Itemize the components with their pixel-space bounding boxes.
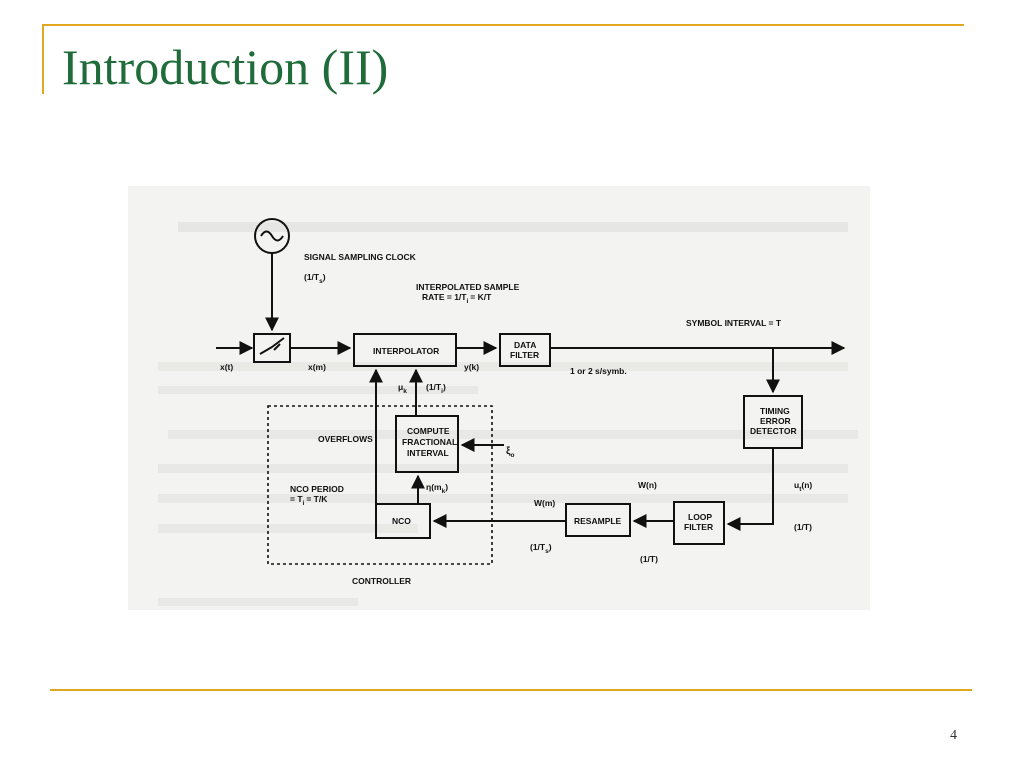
data-filter-label-1: DATA <box>514 340 536 350</box>
wn-label: W(n) <box>638 480 657 490</box>
ted-label-1: TIMING <box>760 406 790 416</box>
mu-label: μk <box>398 382 407 395</box>
sine-wave-icon <box>260 230 284 242</box>
timing-recovery-block-diagram: SIGNAL SAMPLING CLOCK (1/Ts) INTERPOLATE… <box>158 218 858 606</box>
inv-t-label-2: (1/T) <box>640 554 658 564</box>
loop-filter-label-2: FILTER <box>684 522 713 532</box>
nco-box <box>375 503 431 539</box>
xt-label: x(t) <box>220 362 233 372</box>
interpolator-label: INTERPOLATOR <box>373 346 439 356</box>
top-accent-rule <box>42 24 964 26</box>
bleed-through-texture <box>158 222 858 606</box>
eta-label: η(mk) <box>426 482 448 495</box>
clock-label: SIGNAL SAMPLING CLOCK <box>304 252 417 262</box>
loop-filter-box <box>673 501 725 545</box>
nco-label: NCO <box>392 516 411 526</box>
compute-label-3: INTERVAL <box>407 448 449 458</box>
controller-label: CONTROLLER <box>352 576 411 586</box>
wm-label: W(m) <box>534 498 555 508</box>
scanned-diagram: SIGNAL SAMPLING CLOCK (1/Ts) INTERPOLATE… <box>128 186 870 610</box>
nco-period-label-2: = Ti= T/K <box>290 494 328 507</box>
clock-rate: (1/Ts) <box>304 272 326 285</box>
ted-label-2: ERROR <box>760 416 791 426</box>
data-filter-label-2: FILTER <box>510 350 539 360</box>
inv-t-label-1: (1/T) <box>794 522 812 532</box>
switch-symbol <box>259 337 285 355</box>
ut-label: ut(n) <box>794 480 812 493</box>
loop-filter-label-1: LOOP <box>688 512 712 522</box>
samples-per-symbol-label: 1 or 2 s/symb. <box>570 366 627 376</box>
xm-label: x(m) <box>308 362 326 372</box>
compute-label-1: COMPUTE <box>407 426 450 436</box>
left-accent-rule <box>42 24 44 94</box>
epsilon-label: ξo <box>506 446 514 459</box>
page-number: 4 <box>950 728 957 743</box>
yk-label: y(k) <box>464 362 479 372</box>
overflows-label: OVERFLOWS <box>318 434 373 444</box>
inv-ti-label: (1/Ti) <box>426 382 446 395</box>
nco-period-label-1: NCO PERIOD <box>290 484 344 494</box>
ut-arrow <box>726 448 774 531</box>
inv-ts-label: (1/Ts) <box>530 542 552 555</box>
controller-dashed-box <box>267 405 493 565</box>
data-filter-box <box>499 333 551 367</box>
symbol-interval-label: SYMBOL INTERVAL = T <box>686 318 782 328</box>
interp-rate-line2: RATE = 1/Ti= K/T <box>422 292 492 305</box>
interp-rate-line1: INTERPOLATED SAMPLE <box>416 282 520 292</box>
compute-fractional-interval-box <box>395 415 459 473</box>
bottom-accent-rule <box>50 689 972 691</box>
resample-label: RESAMPLE <box>574 516 622 526</box>
interpolator-box <box>353 333 457 367</box>
compute-label-2: FRACTIONAL <box>402 437 457 447</box>
slide-title: Introduction (II) <box>62 39 389 95</box>
ted-label-3: DETECTOR <box>750 426 797 436</box>
